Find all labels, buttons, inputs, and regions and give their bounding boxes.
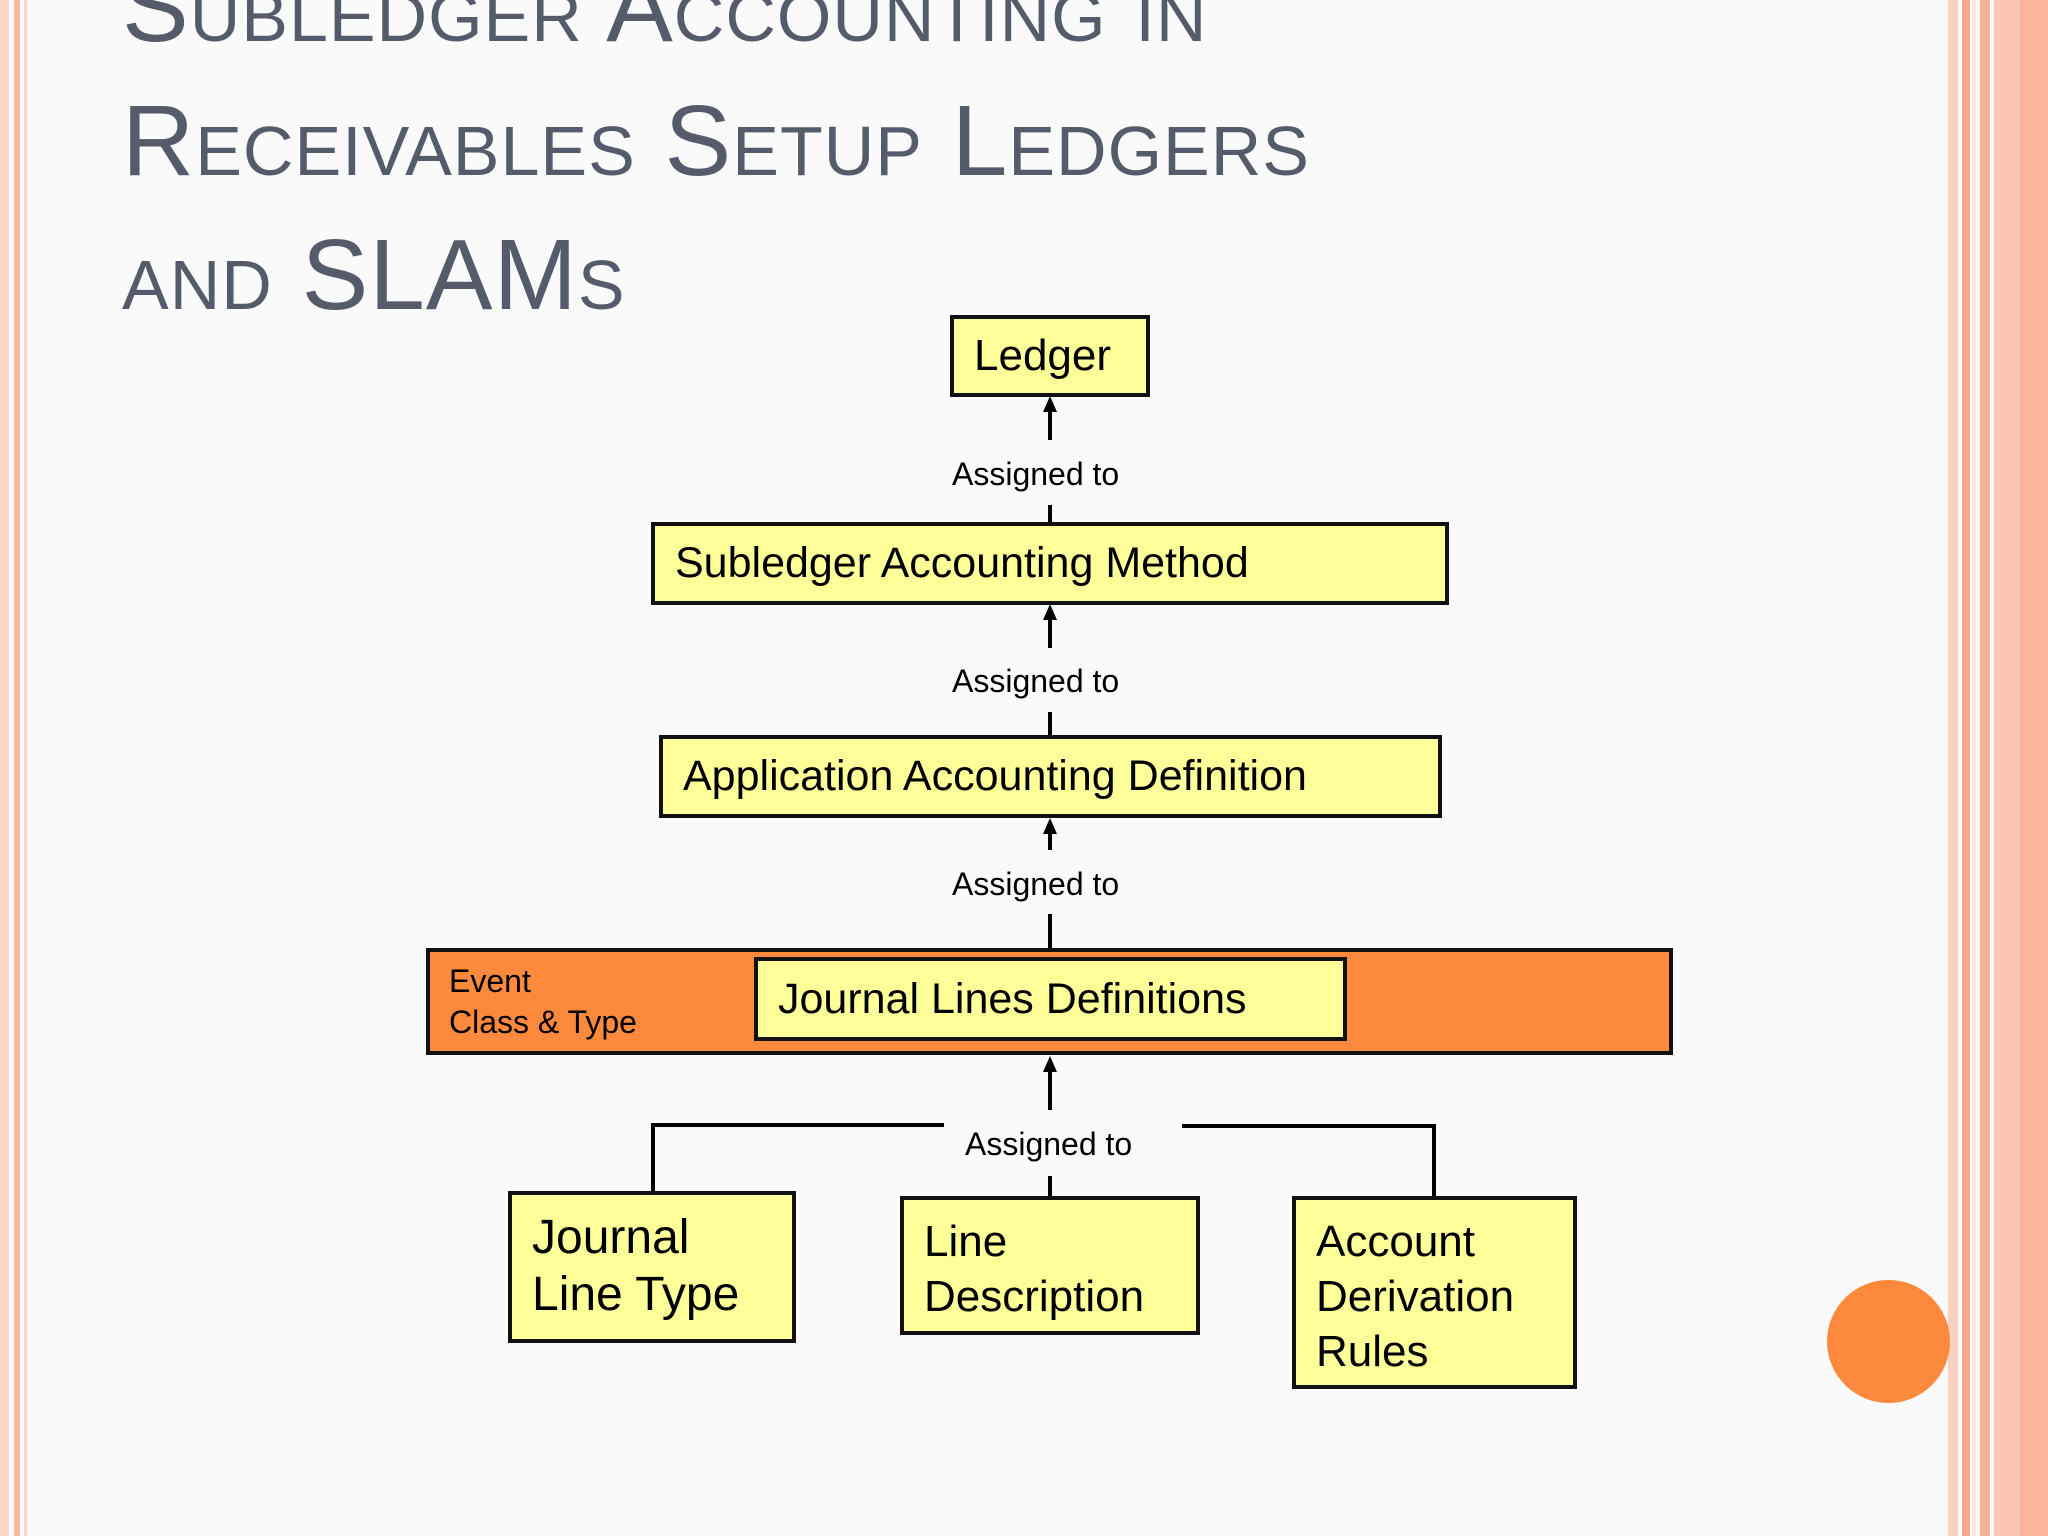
right-border-stripe xyxy=(1994,0,2020,1536)
right-border-stripe xyxy=(1980,0,1990,1536)
arrowhead-2 xyxy=(1043,604,1057,620)
node-journal-lines-definitions: Journal Lines Definitions xyxy=(754,957,1347,1041)
node-label: Subledger Accounting Method xyxy=(675,539,1249,587)
branch-left xyxy=(651,1123,944,1194)
connector-label: Assigned to xyxy=(965,1126,1133,1162)
node-journal-line-type: Journal Line Type xyxy=(508,1191,796,1343)
right-border-stripe xyxy=(1962,0,1970,1536)
right-border-stripe xyxy=(1972,0,1976,1536)
node-label: Ledger xyxy=(974,331,1112,380)
arrowhead-4 xyxy=(1043,1056,1057,1072)
node-label: Journal Line Type xyxy=(532,1211,740,1321)
event-class-type-label: Event Class & Type xyxy=(449,963,637,1040)
left-border-stripe xyxy=(0,0,9,1536)
node-label: Line Description xyxy=(924,1217,1145,1321)
right-border-stripe xyxy=(1948,0,1958,1536)
arrowhead-3 xyxy=(1043,818,1057,834)
connector-label: Assigned to xyxy=(952,456,1120,492)
arrowhead-1 xyxy=(1043,396,1057,412)
left-border-stripe xyxy=(14,0,20,1536)
slide-title: Subledger Accounting in Receivables Setu… xyxy=(122,0,1622,342)
node-line-description: Line Description xyxy=(900,1196,1200,1335)
right-border-stripe xyxy=(2020,0,2048,1536)
node-subledger-accounting-method: Subledger Accounting Method xyxy=(651,522,1449,605)
node-ledger: Ledger xyxy=(950,315,1150,397)
node-application-accounting-definition: Application Accounting Definition xyxy=(659,735,1442,818)
connector-label: Assigned to xyxy=(952,866,1120,902)
connector-label: Assigned to xyxy=(952,663,1120,699)
decorative-circle xyxy=(1827,1280,1950,1403)
left-border-stripe xyxy=(24,0,27,1536)
node-account-derivation-rules: Account Derivation Rules xyxy=(1292,1196,1577,1389)
node-label: Application Accounting Definition xyxy=(683,752,1307,800)
title-line-3: and SLAMs xyxy=(122,219,626,331)
branch-right xyxy=(1182,1124,1436,1199)
node-label: Journal Lines Definitions xyxy=(778,974,1247,1023)
title-line-1: Subledger Accounting in xyxy=(122,0,1208,63)
title-line-2: Receivables Setup Ledgers xyxy=(122,85,1310,197)
node-label: Account Derivation Rules xyxy=(1316,1217,1515,1376)
